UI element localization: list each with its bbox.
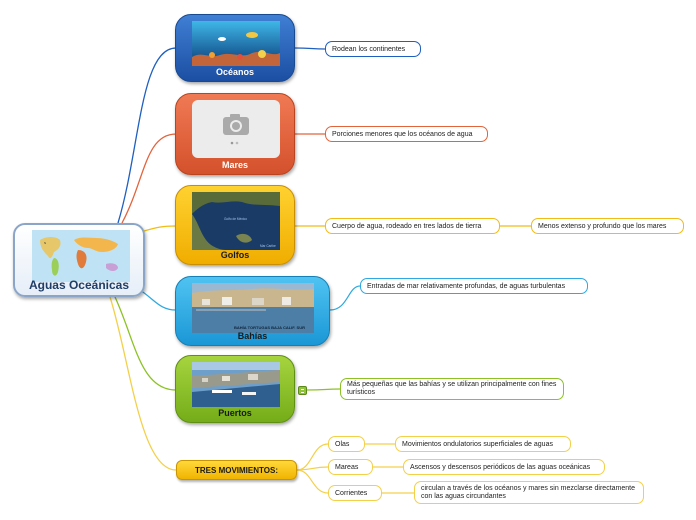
detail-text: Rodean los continentes — [332, 45, 406, 53]
topic-bahias[interactable]: BAHÍA TORTUGAS BAJA CALIF. SUR Bahías — [175, 276, 330, 346]
central-label: Aguas Oceánicas — [28, 278, 130, 292]
movement-olas[interactable]: Olas — [328, 436, 365, 452]
movement-corrientes[interactable]: Corrientes — [328, 485, 382, 501]
topic-oceanos[interactable]: Océanos — [175, 14, 295, 82]
movement-mareas[interactable]: Mareas — [328, 459, 373, 475]
bay-photo-image: BAHÍA TORTUGAS BAJA CALIF. SUR — [192, 283, 314, 333]
topic-golfos[interactable]: Golfo de México Mar Caribe Golfos — [175, 185, 295, 265]
detail-text: Menos extenso y profundo que los mares — [538, 222, 667, 230]
movement-name: Mareas — [335, 463, 359, 471]
detail-text: Movimientos ondulatorios superficiales d… — [402, 440, 553, 448]
gulf-map-image: Golfo de México Mar Caribe — [192, 192, 280, 250]
world-map-image: N — [32, 230, 130, 282]
detail-text: Entradas de mar relativamente profundas,… — [367, 282, 566, 290]
movement-olas-detail[interactable]: Movimientos ondulatorios superficiales d… — [395, 436, 571, 452]
camera-icon — [223, 114, 249, 145]
topic-puertos[interactable]: Puertos — [175, 355, 295, 423]
detail-mares[interactable]: Porciones menores que los océanos de agu… — [325, 126, 488, 142]
detail-oceanos[interactable]: Rodean los continentes — [325, 41, 421, 57]
detail-text: Cuerpo de agua, rodeado en tres lados de… — [332, 222, 482, 230]
port-photo-image — [192, 362, 280, 407]
gulf-map-label: Golfo de México — [224, 217, 247, 221]
detail-bahias[interactable]: Entradas de mar relativamente profundas,… — [360, 278, 588, 294]
topic-mares[interactable]: Mares — [175, 93, 295, 175]
detail-golfos[interactable]: Cuerpo de agua, rodeado en tres lados de… — [325, 218, 500, 234]
movement-name: Olas — [335, 440, 350, 448]
detail-text: circulan a través de los océanos y mares… — [421, 484, 635, 500]
detail-text: Más pequeñas que las bahías y se utiliza… — [347, 381, 557, 396]
svg-text:N: N — [44, 241, 46, 245]
detail-puertos[interactable]: Más pequeñas que las bahías y se utiliza… — [340, 378, 564, 400]
movement-mareas-detail[interactable]: Ascensos y descensos periódicos de las a… — [403, 459, 605, 475]
bay-photo-caption: BAHÍA TORTUGAS BAJA CALIF. SUR — [234, 325, 305, 330]
central-topic[interactable]: N Aguas Oceánicas — [13, 223, 145, 297]
detail-golfos-extra[interactable]: Menos extenso y profundo que los mares — [531, 218, 684, 234]
image-placeholder — [192, 100, 280, 158]
movement-name: Corrientes — [335, 489, 368, 497]
topic-movimientos[interactable]: TRES MOVIMIENTOS: — [176, 460, 297, 480]
ocean-reef-image — [192, 21, 280, 66]
topic-label: Bahías — [237, 331, 268, 341]
detail-text: Ascensos y descensos periódicos de las a… — [410, 463, 591, 471]
topic-label: Mares — [221, 160, 248, 170]
detail-text: Porciones menores que los océanos de agu… — [332, 130, 473, 138]
caribbean-map-label: Mar Caribe — [260, 244, 276, 248]
topic-label: Puertos — [218, 408, 252, 418]
topic-label: Golfos — [220, 250, 250, 260]
movement-corrientes-detail[interactable]: circulan a través de los océanos y mares… — [414, 481, 644, 504]
topic-label: Océanos — [215, 67, 255, 77]
notes-icon[interactable] — [298, 386, 307, 395]
